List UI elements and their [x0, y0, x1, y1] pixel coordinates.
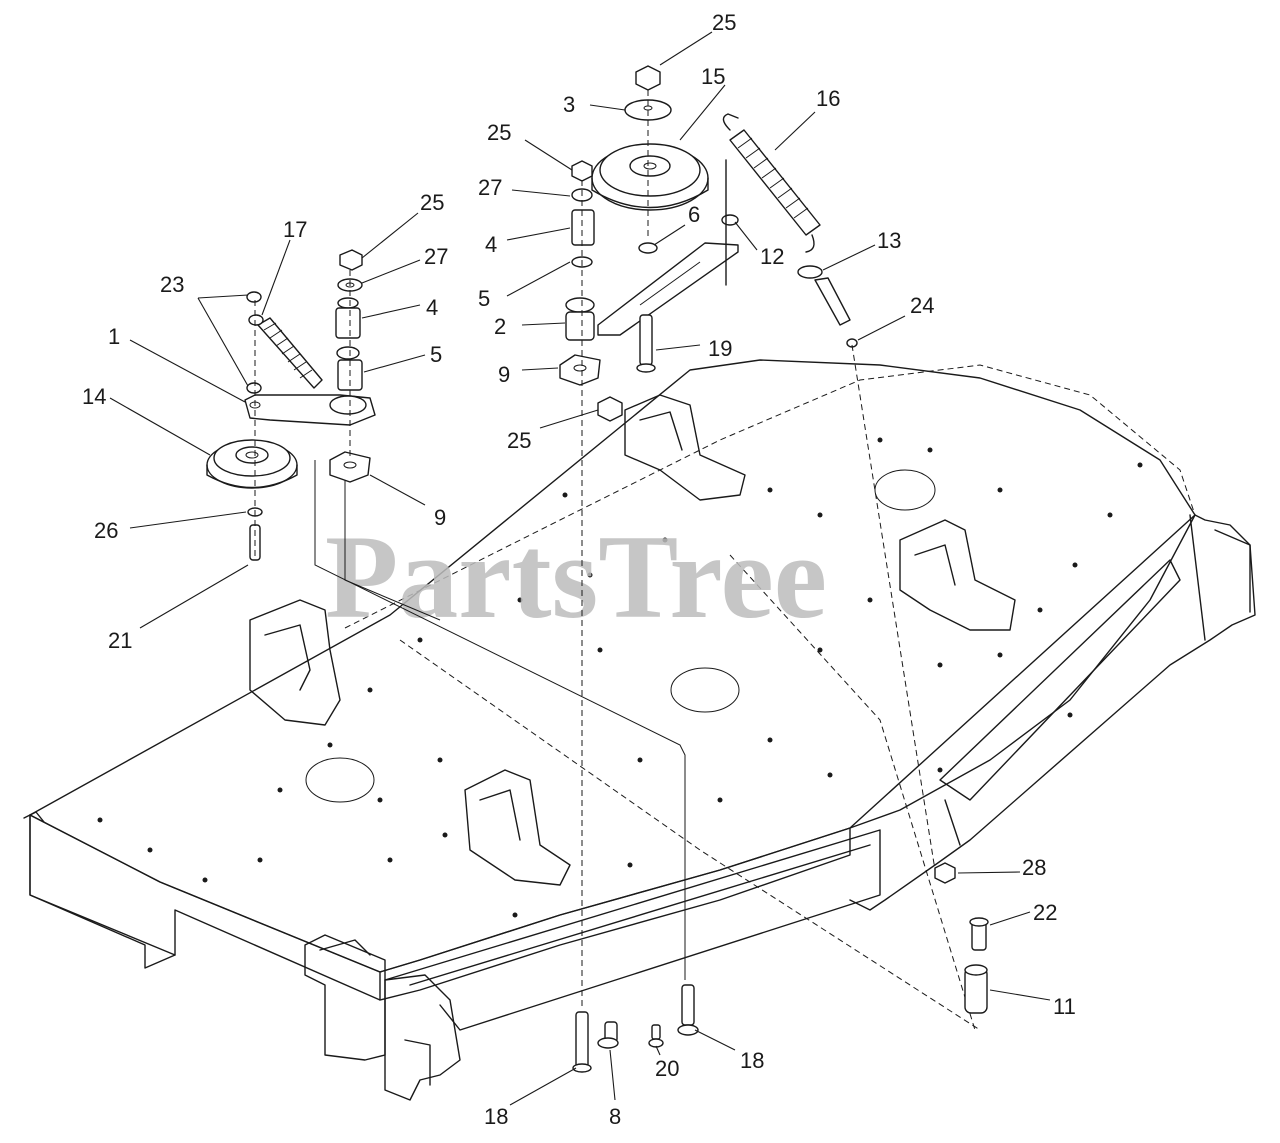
callout-19: 19: [708, 336, 732, 361]
callout-4: 4: [426, 295, 438, 320]
callout-26: 26: [94, 518, 118, 543]
callout-11: 11: [1053, 994, 1076, 1019]
callout-28: 28: [1022, 855, 1046, 880]
watermark: PartsTree: [325, 510, 827, 643]
callout-6: 6: [688, 202, 700, 227]
callout-27: 27: [424, 244, 448, 269]
callout-15: 15: [701, 64, 725, 89]
callout-labels: 25 3 15 16 25 27 4 6 12 13 5 2 24 19 9 2…: [82, 10, 1076, 1129]
belt-path: [344, 364, 1196, 629]
callout-13: 13: [877, 228, 901, 253]
callout-24: 24: [910, 293, 934, 318]
tension-spring: [729, 129, 821, 236]
callout-5: 5: [430, 342, 442, 367]
right-idler-assembly: [559, 65, 989, 1073]
callout-25: 25: [487, 120, 511, 145]
callout-25: 25: [420, 190, 444, 215]
left-idler-assembly: [206, 249, 686, 980]
callout-9: 9: [498, 362, 510, 387]
callout-9: 9: [434, 505, 446, 530]
callout-27: 27: [478, 175, 502, 200]
callout-3: 3: [563, 92, 575, 117]
callout-16: 16: [816, 86, 840, 111]
leader-lines: [109, 31, 1051, 1106]
deck-holes: [97, 437, 1143, 918]
callout-22: 22: [1033, 900, 1057, 925]
idler-arm-right: [597, 242, 739, 336]
idler-spring: [257, 317, 323, 389]
deck-front-skirt: [29, 814, 381, 1001]
callout-20: 20: [655, 1056, 679, 1081]
callout-17: 17: [283, 217, 307, 242]
callout-18: 18: [740, 1048, 764, 1073]
callout-14: 14: [82, 384, 106, 409]
callout-4: 4: [485, 232, 497, 257]
callout-5: 5: [478, 286, 490, 311]
deck-right-rail: [849, 514, 1256, 911]
callout-18: 18: [484, 1104, 508, 1129]
callout-12: 12: [760, 244, 784, 269]
callout-1: 1: [108, 324, 120, 349]
callout-25: 25: [507, 428, 531, 453]
callout-8: 8: [609, 1104, 621, 1129]
mower-deck: [23, 359, 1256, 1101]
callout-21: 21: [108, 628, 132, 653]
callout-25: 25: [712, 10, 736, 35]
callout-23: 23: [160, 272, 184, 297]
callout-2: 2: [494, 314, 506, 339]
